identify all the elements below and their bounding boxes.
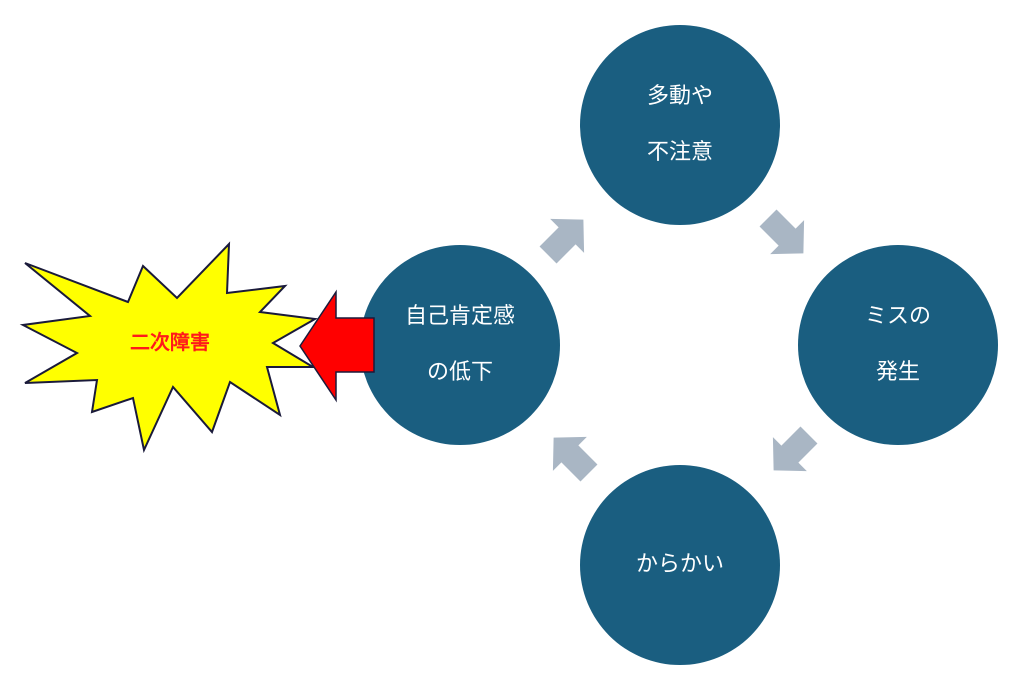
circle-teasing <box>580 465 780 665</box>
label-line: 自己肯定感 <box>404 304 515 329</box>
label-line: の低下 <box>426 360 493 385</box>
label-line: からかい <box>635 552 724 577</box>
label-line: 発生 <box>875 360 920 385</box>
circle-low-self-esteem <box>360 245 560 445</box>
cycle-arrow-down-right <box>759 209 805 255</box>
hyperactivity-label: 多動や 不注意 <box>580 69 780 181</box>
label-line: 不注意 <box>646 140 713 165</box>
mistakes-label: ミスの 発生 <box>798 289 998 401</box>
red-arrow-left <box>299 289 375 403</box>
cycle-arrow-up-left <box>552 436 598 482</box>
cycle-arrow-down-left <box>772 426 818 472</box>
circle-mistakes <box>798 245 998 445</box>
cycle-arrow-up-right <box>539 218 585 264</box>
low-self-esteem-label: 自己肯定感 の低下 <box>360 289 560 401</box>
teasing-label: からかい <box>580 537 780 593</box>
label-line: 多動や <box>646 84 713 109</box>
label-line: ミスの <box>864 304 931 329</box>
secondary-disorder-label: 二次障害 <box>130 330 210 354</box>
circle-hyperactivity <box>580 25 780 225</box>
secondary-disorder-starburst <box>19 241 319 454</box>
